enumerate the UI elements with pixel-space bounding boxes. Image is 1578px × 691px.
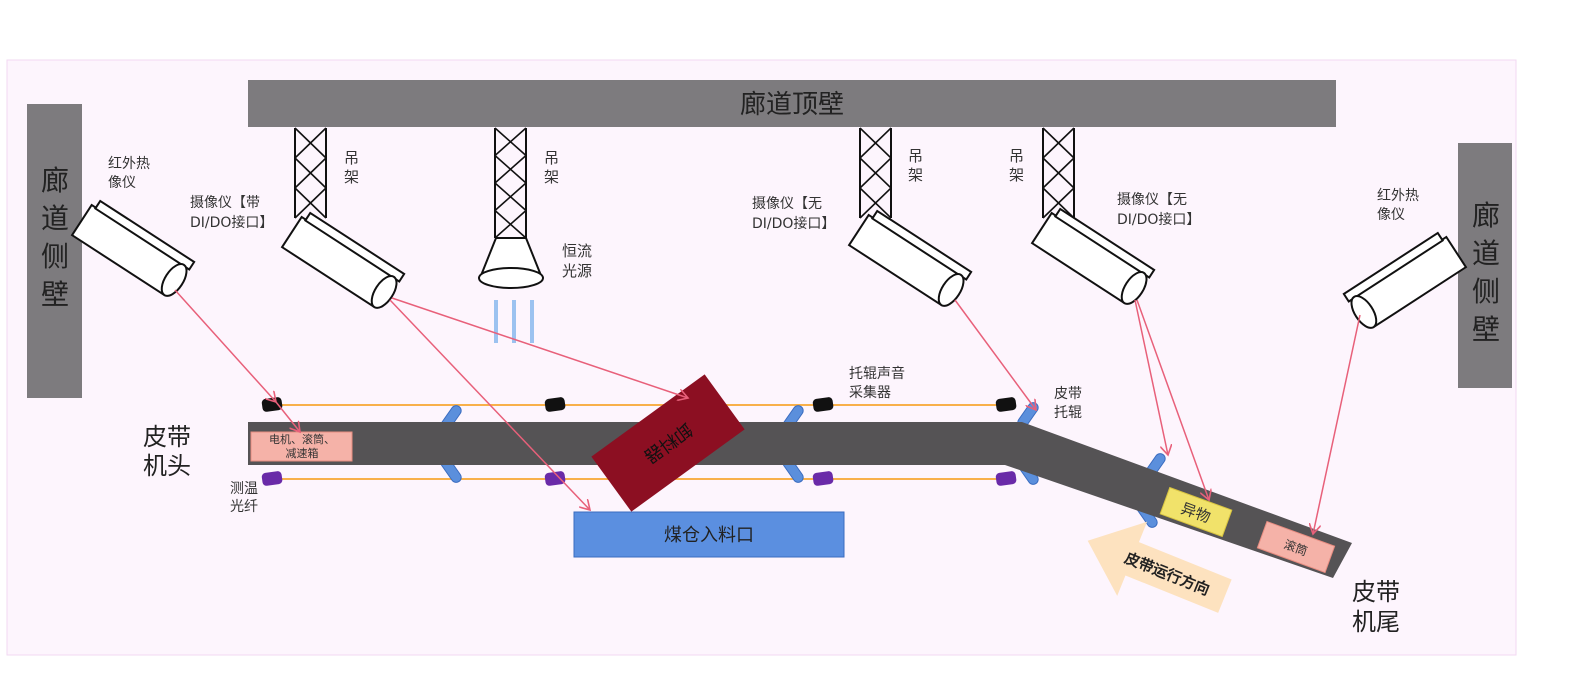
- hopper-label: 煤仓入料口: [664, 525, 754, 546]
- camera-nodido-2-label-line2: DI/DO接口】: [1117, 211, 1200, 228]
- camera-dido-label-line2: DI/DO接口】: [190, 214, 273, 231]
- hanger-label-3-line2: 架: [908, 166, 923, 184]
- ceiling-wall: 廊道顶壁: [248, 80, 1336, 127]
- hanger-lattice-1: [294, 127, 327, 219]
- light-label-line2: 光源: [562, 262, 592, 280]
- ir-left-label-line2: 像仪: [108, 175, 136, 191]
- hanger-label-4-line2: 架: [1009, 166, 1024, 184]
- left-side-wall-label: 廊道侧壁: [41, 164, 69, 311]
- ceiling-wall-label: 廊道顶壁: [740, 90, 844, 120]
- hanger-label-3-line1: 吊: [908, 147, 923, 165]
- hanger-label-4-line1: 吊: [1009, 147, 1024, 165]
- constant-light-source: 恒流 光源: [478, 237, 592, 343]
- camera-nodido-2-label-line1: 摄像仪【无: [1117, 192, 1187, 208]
- camera-dido-label-line1: 摄像仪【带: [190, 195, 260, 211]
- head-motor-box: 电机、滚筒、 减速箱: [250, 431, 353, 462]
- laser-camera-nodido-2b: [1136, 299, 1209, 500]
- hanger-labels: 吊 架 吊 架 吊 架 吊 架: [344, 147, 1024, 186]
- laser-ir-left: [174, 289, 276, 402]
- camera-nodido-2: [1030, 207, 1156, 305]
- device-labels: 红外热 像仪 摄像仪【带 DI/DO接口】 摄像仪【无 DI/DO接口】 摄像仪…: [108, 156, 1419, 232]
- motor-box-label-line2: 减速箱: [286, 446, 319, 460]
- laser-camera-dido-hopper: [389, 299, 590, 510]
- temp-sensor: [544, 471, 566, 486]
- laser-camera-nodido-2a: [1134, 299, 1168, 455]
- roller-label-line2: 托辊: [1054, 405, 1082, 421]
- light-label-line1: 恒流: [562, 242, 592, 260]
- camera-nodido-1-label-line1: 摄像仪【无: [752, 196, 822, 212]
- belt-labels: 皮带 机头 皮带 机尾 托辊声音 采集器 测温 光纤 皮带 托辊: [143, 365, 1400, 636]
- motor-box-label-line1: 电机、滚筒、: [269, 432, 335, 446]
- foreign-object-box: 异物: [1159, 486, 1233, 538]
- hanger-label-2-line1: 吊: [544, 149, 559, 167]
- ir-camera-left: [70, 199, 196, 297]
- hanger-lattice-3: [859, 127, 892, 219]
- camera-nodido-1-label-line2: DI/DO接口】: [752, 215, 835, 232]
- laser-ir-right: [1313, 314, 1361, 534]
- hanger-lattice-2: [494, 127, 527, 239]
- laser-camera-nodido-1: [954, 299, 1036, 410]
- ir-right-label-line1: 红外热: [1377, 188, 1419, 204]
- hanger-label-1-line1: 吊: [344, 149, 359, 167]
- camera-nodido-1: [847, 209, 973, 307]
- sensors: [261, 397, 1017, 486]
- tripper: 卸料器: [591, 374, 745, 512]
- sound-sensor: [812, 397, 834, 412]
- belt-head-label-line1: 皮带: [143, 423, 191, 451]
- camera-dido: [280, 211, 406, 309]
- temp-fiber-label-line2: 光纤: [230, 499, 258, 515]
- left-side-wall: 廊道侧壁: [27, 104, 82, 398]
- ir-left-label-line1: 红外热: [108, 156, 150, 172]
- belt-tail-label-line2: 机尾: [1352, 608, 1400, 636]
- temp-fiber-label-line1: 测温: [230, 481, 258, 497]
- hanger-lattice-4: [1042, 127, 1075, 219]
- canvas-background: [6, 59, 1517, 656]
- conveyor-belt: [248, 422, 1352, 578]
- sound-sensor-label-line1: 托辊声音: [849, 365, 905, 382]
- temp-sensor: [995, 471, 1017, 486]
- tail-drum-box: 滚筒: [1256, 520, 1336, 574]
- hanger-label-1-line2: 架: [344, 168, 359, 186]
- sound-sensor: [995, 397, 1017, 412]
- roller-label-line1: 皮带: [1054, 386, 1082, 402]
- hanger-label-2-line2: 架: [544, 168, 559, 186]
- belt-head-label-line2: 机头: [143, 452, 191, 480]
- hangers: [294, 127, 1075, 239]
- right-side-wall: 廊道侧壁: [1458, 143, 1512, 388]
- cameras: [70, 199, 1468, 329]
- laser-lines: [174, 289, 1361, 534]
- laser-camera-dido-tripper: [391, 297, 688, 398]
- ir-right-label-line2: 像仪: [1377, 207, 1405, 223]
- laser-ir-left-2: [275, 401, 300, 432]
- ir-camera-right: [1342, 231, 1468, 329]
- sound-sensor: [544, 397, 566, 412]
- sound-sensor-label-line2: 采集器: [849, 384, 891, 401]
- temp-sensor: [261, 471, 283, 486]
- coal-hopper-inlet: 煤仓入料口: [573, 511, 845, 558]
- temp-sensor: [812, 471, 834, 486]
- right-side-wall-label: 廊道侧壁: [1472, 199, 1500, 346]
- belt-tail-label-line1: 皮带: [1352, 578, 1400, 606]
